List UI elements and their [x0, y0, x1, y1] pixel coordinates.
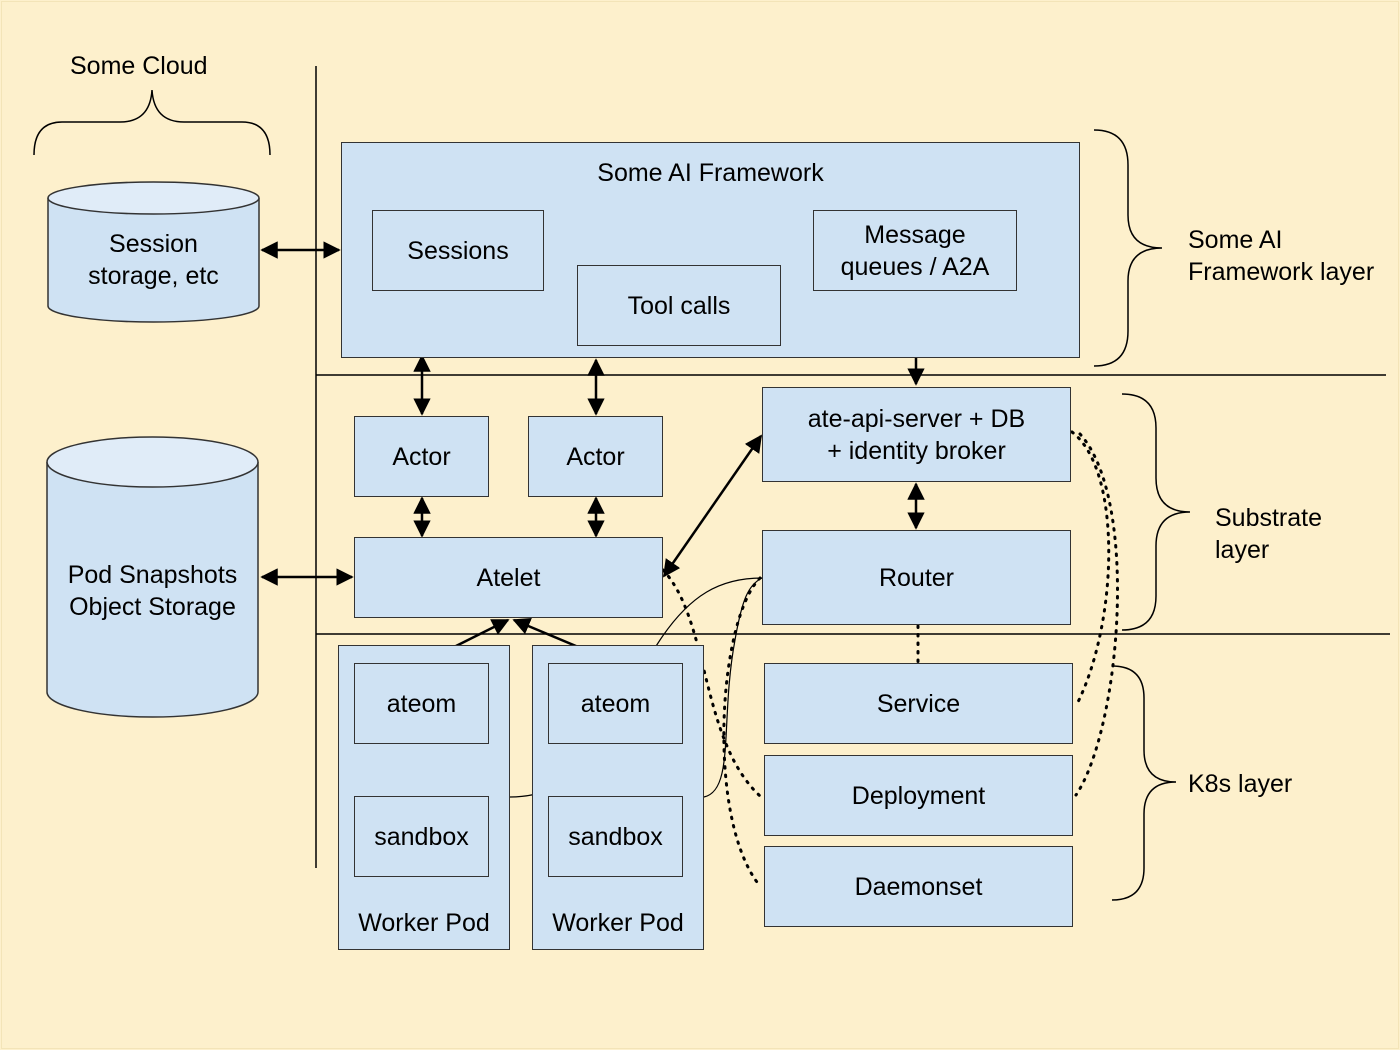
worker-pod-label-2: Worker Pod: [552, 909, 684, 937]
deployment-box: Deployment: [764, 755, 1073, 836]
snapshot-storage-label: Pod Snapshots Object Storage: [67, 561, 238, 621]
ateom-box-1: ateom: [354, 663, 489, 744]
ateom-label-1: ateom: [386, 689, 457, 718]
router-label: Router: [878, 563, 955, 592]
dotted-connectors: [661, 430, 1120, 888]
cloud-label: Some Cloud: [70, 52, 208, 80]
framework-layer-brace: [1093, 129, 1163, 367]
actor-box-2: Actor: [528, 416, 663, 497]
atelet-box: Atelet: [354, 537, 663, 618]
service-label: Service: [876, 689, 961, 718]
worker-pod-label-1: Worker Pod: [358, 909, 490, 937]
daemonset-box: Daemonset: [764, 846, 1073, 927]
deployment-label: Deployment: [851, 781, 986, 810]
ateom-box-2: ateom: [548, 663, 683, 744]
substrate-layer-brace: [1121, 393, 1191, 631]
k8s-layer-brace: [1111, 665, 1177, 901]
cloud-brace: [33, 89, 271, 156]
api-server-box: ate-api-server + DB + identity broker: [762, 387, 1071, 482]
api-server-label: ate-api-server + DB + identity broker: [807, 404, 1026, 465]
arrows: [260, 241, 925, 796]
actor-label-2: Actor: [566, 442, 625, 471]
ateom-label-2: ateom: [580, 689, 651, 718]
framework-layer-label: Some AI Framework layer: [1188, 226, 1375, 286]
k8s-layer-label: K8s layer: [1188, 770, 1293, 798]
arrow-atelet-apiserver: [662, 434, 763, 578]
ai-framework-title: Some AI Framework: [597, 159, 824, 187]
sandbox-label-2: sandbox: [568, 822, 663, 851]
daemonset-label: Daemonset: [854, 872, 983, 901]
service-box: Service: [764, 663, 1073, 744]
session-storage-cylinder: [47, 181, 260, 323]
message-queues-label: Message queues / A2A: [840, 220, 990, 281]
tool-calls-label: Tool calls: [627, 291, 731, 320]
actor-box-1: Actor: [354, 416, 489, 497]
message-queues-box: Message queues / A2A: [813, 210, 1017, 291]
sessions-box: Sessions: [372, 210, 544, 291]
snapshot-storage-cylinder: [46, 436, 259, 718]
actor-label-1: Actor: [392, 442, 451, 471]
atelet-label: Atelet: [476, 563, 541, 592]
sandbox-box-2: sandbox: [548, 796, 683, 877]
tool-calls-box: Tool calls: [577, 265, 781, 346]
sessions-label: Sessions: [407, 236, 509, 265]
session-storage-label: Session storage, etc: [88, 230, 219, 290]
substrate-layer-label: Substrate layer: [1215, 504, 1323, 564]
router-box: Router: [762, 530, 1071, 625]
sandbox-label-1: sandbox: [374, 822, 469, 851]
sandbox-box-1: sandbox: [354, 796, 489, 877]
